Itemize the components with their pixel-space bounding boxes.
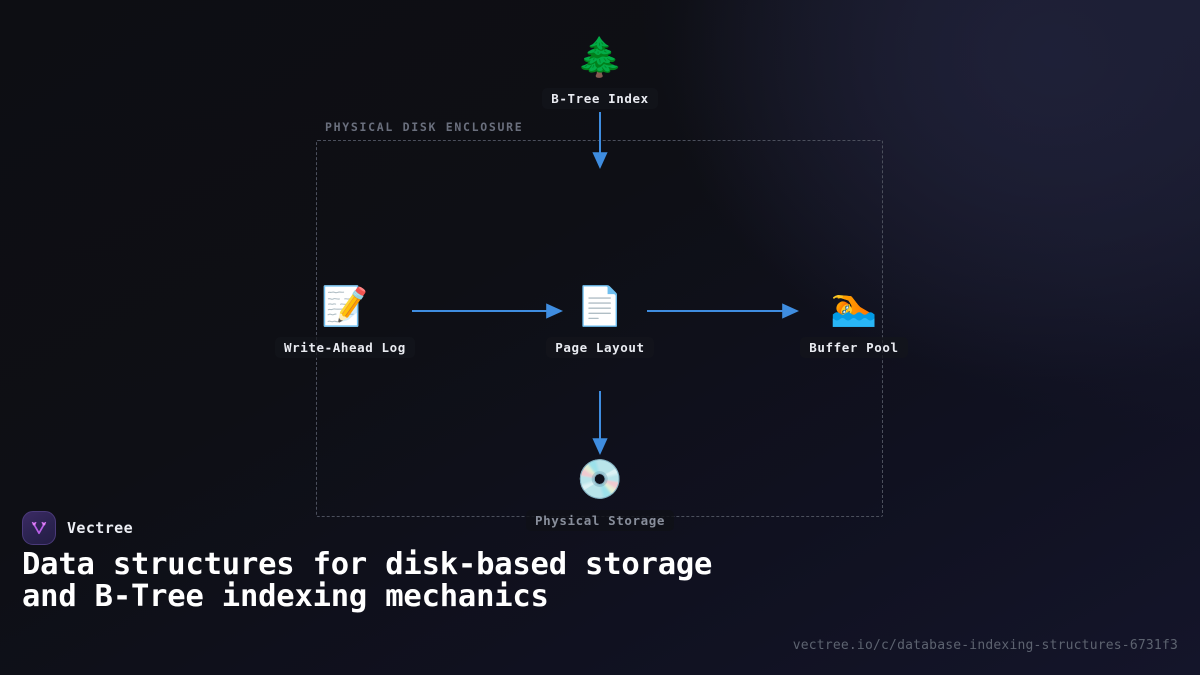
page-document-icon: 📄 [576, 284, 624, 328]
vectree-branch-icon [31, 521, 47, 535]
node-label: Page Layout [546, 337, 654, 358]
swimmer-icon: 🏊 [830, 284, 878, 328]
vectree-branch-logo [22, 511, 56, 545]
node-label: Write-Ahead Log [275, 337, 415, 358]
node-label: Buffer Pool [800, 337, 908, 358]
page-title: Data structures for disk-based storage a… [22, 547, 731, 614]
node-buffer-pool[interactable]: 🏊 Buffer Pool [734, 283, 974, 358]
optical-disk-icon: 💿 [576, 457, 624, 501]
node-b-tree-index[interactable]: 🌲 B-Tree Index [480, 34, 720, 109]
node-page-layout[interactable]: 📄 Page Layout [480, 283, 720, 358]
node-label: Physical Storage [525, 510, 674, 531]
node-label: B-Tree Index [542, 88, 658, 109]
node-physical-storage[interactable]: 💿 Physical Storage [480, 456, 720, 531]
node-write-ahead-log[interactable]: 📝 Write-Ahead Log [225, 283, 465, 358]
brand-row[interactable]: Vectree [22, 511, 133, 545]
enclosure-label: PHYSICAL DISK ENCLOSURE [325, 120, 524, 134]
brand-name: Vectree [67, 519, 134, 537]
evergreen-tree-icon: 🌲 [576, 35, 624, 79]
source-url: vectree.io/c/database-indexing-structure… [792, 638, 1178, 653]
memo-pencil-icon: 📝 [321, 284, 369, 328]
